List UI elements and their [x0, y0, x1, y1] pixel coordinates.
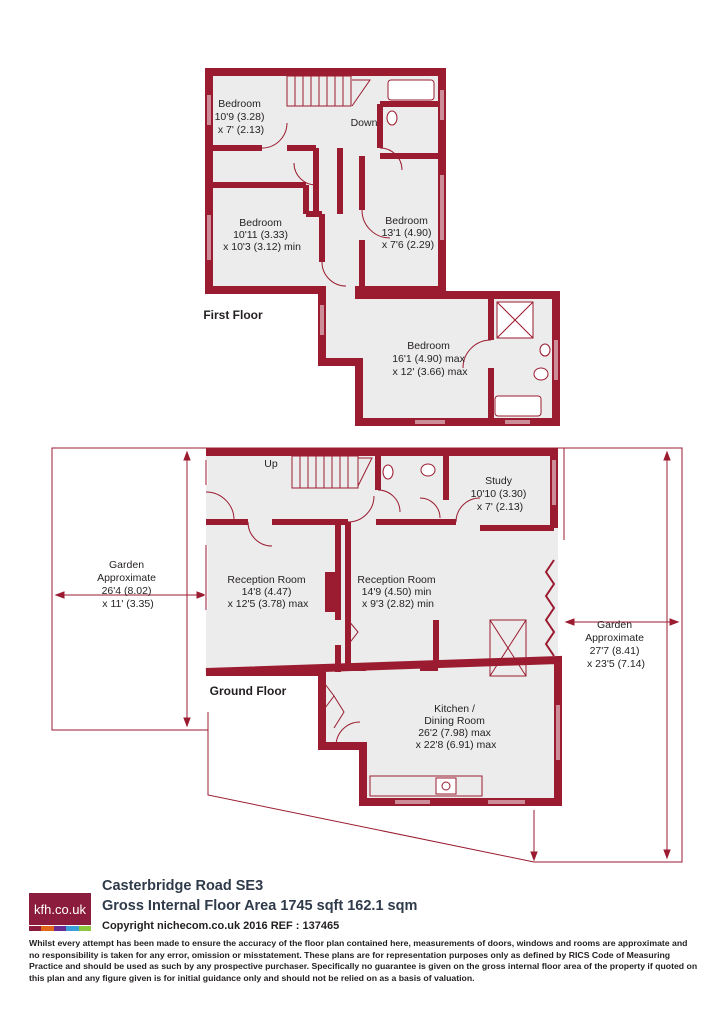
first-floor-window-lines — [208, 90, 557, 423]
chimney-breast — [325, 572, 337, 612]
ground-floor: Up Study 10'10 (3.30) x 7' (2.13) Recept… — [204, 448, 562, 806]
room-label-bed2: Bedroom 10'11 (3.33) x 10'3 (3.12) min — [223, 217, 301, 253]
room-label-bed3: Bedroom 13'1 (4.90) x 7'6 (2.29) — [382, 215, 435, 251]
property-address: Casterbridge Road SE3 — [102, 878, 264, 894]
first-floor-stairs — [286, 75, 371, 107]
logo-text: kfh.co.uk — [29, 893, 91, 925]
bifold-doors — [544, 559, 556, 657]
ground-floor-fill — [206, 452, 558, 802]
first-floor-fill — [209, 72, 556, 422]
room-label-kitchen: Kitchen / Dining Room 26'2 (7.98) max x … — [416, 703, 498, 751]
floor-plan: Bedroom 10'9 (3.28) x 7' (2.13) Bedroom … — [51, 68, 683, 863]
garden-outline — [51, 447, 683, 863]
ground-floor-label: Ground Floor — [210, 684, 287, 698]
ground-floor-stairs — [291, 455, 373, 489]
ground-floor-window-lines — [205, 460, 559, 803]
room-label-reception2: Reception Room 14'9 (4.50) min x 9'3 (2.… — [357, 574, 438, 610]
logo-color-bars — [29, 926, 92, 931]
stair-label-up: Up — [264, 458, 278, 470]
floor-area: Gross Internal Floor Area 1745 sqft 162.… — [102, 898, 418, 914]
room-label-study: Study 10'10 (3.30) x 7' (2.13) — [471, 475, 530, 513]
logo[interactable]: kfh.co.uk — [29, 893, 92, 931]
gardens: Garden Approximate 26'4 (8.02) x 11' (3.… — [51, 447, 683, 863]
room-label-garden-right: Garden Approximate 27'7 (8.41) x 23'5 (7… — [585, 619, 647, 670]
first-floor-label: First Floor — [203, 308, 263, 322]
stair-label-down: Down — [351, 117, 378, 129]
first-floor-doors — [261, 122, 492, 369]
ground-floor-fittings — [369, 463, 527, 797]
ground-floor-interior-walls — [206, 452, 554, 675]
garden-dimension-arrows — [54, 450, 680, 862]
ground-floor-doors — [205, 489, 481, 747]
room-label-bed4: Bedroom 16'1 (4.90) max x 12' (3.66) max — [392, 340, 468, 378]
first-floor-outer-wall — [205, 68, 560, 426]
first-floor: Bedroom 10'9 (3.28) x 7' (2.13) Bedroom … — [203, 68, 560, 426]
room-label-reception1: Reception Room 14'8 (4.47) x 12'5 (3.78)… — [227, 574, 309, 610]
first-floor-fittings — [386, 79, 551, 417]
disclaimer: Whilst every attempt has been made to en… — [29, 938, 698, 983]
room-label-bed1: Bedroom 10'9 (3.28) x 7' (2.13) — [215, 98, 268, 136]
copyright: Copyright nichecom.co.uk 2016 REF : 1374… — [102, 920, 340, 932]
first-floor-interior-walls — [209, 101, 494, 422]
room-label-garden-left: Garden Approximate 26'4 (8.02) x 11' (3.… — [97, 559, 159, 610]
